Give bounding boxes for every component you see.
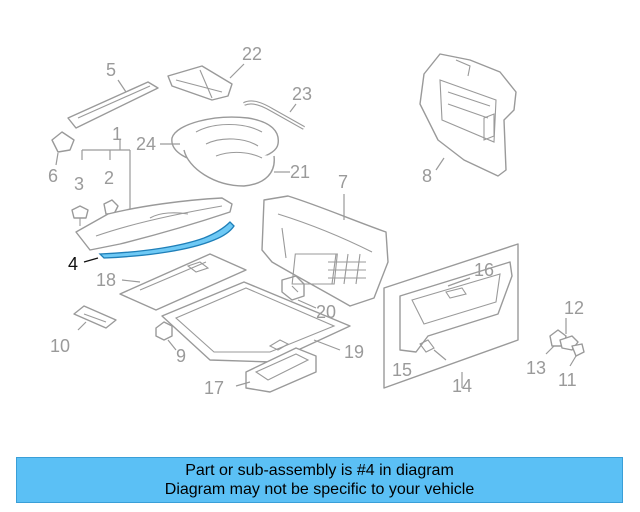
parts-diagram: 5 22 23 1 24 6 3 2 21 7 8 4 18 16 20 12 …	[48, 44, 585, 398]
callout-21: 21	[290, 162, 310, 182]
callout-4: 4	[68, 254, 78, 274]
part-4-leader	[83, 257, 99, 263]
part-10-cover	[73, 305, 117, 331]
part-info-banner: Part or sub-assembly is #4 in diagram Di…	[16, 457, 623, 503]
part-4-highlight	[98, 221, 235, 259]
part-9-block	[155, 321, 177, 351]
callout-3: 3	[74, 174, 84, 194]
part-8-side-panel	[419, 53, 517, 177]
callout-8: 8	[422, 166, 432, 186]
part-1-2-3-fasteners	[71, 140, 131, 226]
callout-11: 11	[558, 370, 577, 390]
callout-14: 14	[452, 376, 472, 396]
callout-12: 12	[564, 298, 584, 318]
part-5-shelf-cover	[67, 79, 159, 129]
part-7-side-trim	[261, 194, 389, 307]
callout-18: 18	[96, 270, 116, 290]
callout-15: 15	[392, 360, 412, 380]
callout-24: 24	[136, 134, 156, 154]
part-14-sill-group	[383, 243, 519, 389]
callout-23: 23	[292, 84, 312, 104]
callout-6: 6	[48, 166, 58, 186]
part-4-trim-strip	[83, 221, 235, 263]
part-6-clip	[51, 131, 75, 166]
part-19-trunk-mat	[161, 281, 351, 363]
part-22-jack	[167, 63, 245, 101]
part-18-floor-panel	[119, 253, 247, 311]
part-24-tool-tray	[160, 116, 279, 187]
callout-1: 1	[112, 124, 122, 144]
part-17-tray	[235, 347, 317, 393]
part-23-jack-handle	[243, 100, 305, 130]
callout-22: 22	[242, 44, 262, 64]
callout-10: 10	[50, 336, 70, 356]
banner-line-disclaimer: Diagram may not be specific to your vehi…	[164, 481, 475, 498]
callout-2: 2	[104, 168, 114, 188]
callout-7: 7	[338, 172, 348, 192]
callout-17: 17	[204, 378, 224, 398]
part-11-12-13-clips	[545, 318, 585, 367]
part-1-package-tray	[75, 197, 233, 251]
banner-line-part: Part or sub-assembly is #4 in diagram	[185, 462, 454, 479]
callout-16: 16	[474, 260, 494, 280]
callout-20: 20	[316, 302, 336, 322]
callout-13: 13	[526, 358, 546, 378]
callout-19: 19	[344, 342, 364, 362]
callout-9: 9	[176, 346, 186, 366]
callout-5: 5	[106, 60, 116, 80]
